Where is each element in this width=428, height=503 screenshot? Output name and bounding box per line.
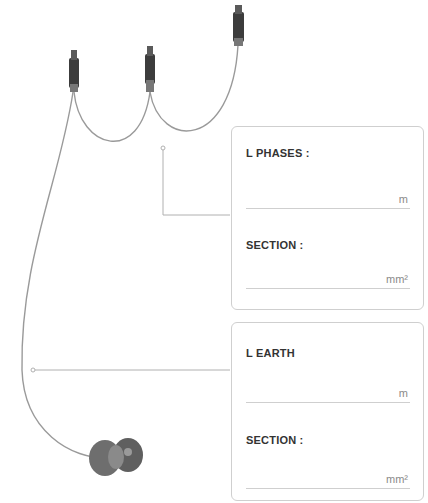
- earth-clamp: [89, 438, 143, 476]
- form-panel: L PHASES : mSECTION : mm²: [231, 126, 424, 310]
- leader-line: [163, 148, 230, 215]
- phase-clamp: [233, 5, 244, 46]
- leader-lines: [33, 148, 230, 370]
- field-label: L PHASES :: [246, 147, 310, 159]
- unit-field: m: [246, 387, 410, 403]
- unit-field: mm²: [246, 273, 410, 289]
- phase-clamp: [69, 50, 79, 92]
- unit-field: m: [246, 193, 410, 209]
- field-label: SECTION :: [246, 239, 303, 251]
- phase-clamp: [145, 46, 155, 92]
- field-label: SECTION :: [246, 434, 303, 446]
- leader-dot: [31, 368, 35, 372]
- leader-dot: [161, 146, 165, 150]
- field-label: L EARTH: [246, 347, 295, 359]
- phase-cable: [74, 92, 150, 141]
- leader-line: [33, 370, 230, 371]
- earth-cable: [22, 92, 110, 458]
- phase-cable: [150, 45, 238, 131]
- unit-field: mm²: [246, 473, 410, 489]
- cables: [22, 45, 238, 458]
- form-panel: L EARTH mSECTION : mm²: [231, 322, 424, 501]
